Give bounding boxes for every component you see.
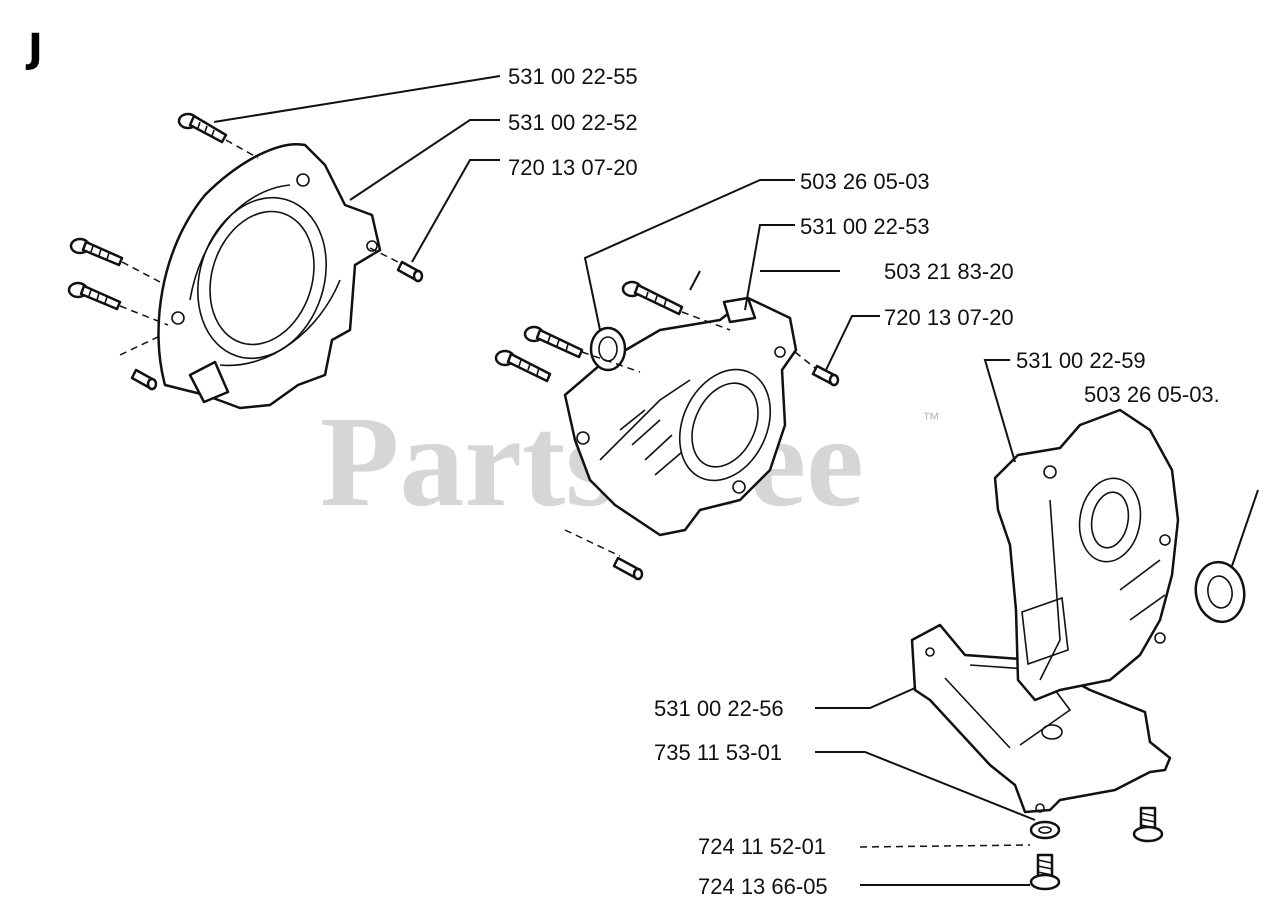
callout-503-21-83-20[interactable]: 503 21 83-20 bbox=[884, 259, 1014, 284]
callout-531-00-22-53[interactable]: 531 00 22-53 bbox=[800, 214, 930, 239]
mount-screw-2[interactable] bbox=[1132, 806, 1164, 843]
callout-531-00-22-56[interactable]: 531 00 22-56 bbox=[654, 696, 784, 721]
crankcase-screw-1[interactable] bbox=[621, 280, 684, 316]
cover-screw-left-2[interactable] bbox=[67, 281, 122, 311]
callout-503-26-05-03-b[interactable]: 503 26 05-03. bbox=[1084, 382, 1220, 407]
dowel-pin-middle-a[interactable] bbox=[811, 364, 840, 387]
callout-531-00-22-52[interactable]: 531 00 22-52 bbox=[508, 110, 638, 135]
callout-720-13-07-20-a[interactable]: 720 13 07-20 bbox=[508, 155, 638, 180]
dowel-pin-left-a[interactable] bbox=[396, 260, 424, 283]
washer[interactable] bbox=[1029, 820, 1061, 840]
callout-720-13-07-20-b[interactable]: 720 13 07-20 bbox=[884, 305, 1014, 330]
callout-724-13-66-05[interactable]: 724 13 66-05 bbox=[698, 874, 828, 899]
leader-lines bbox=[213, 75, 1259, 886]
section-letter: J bbox=[25, 26, 43, 72]
callout-labels: 531 00 22-55 531 00 22-52 720 13 07-20 5… bbox=[508, 64, 1220, 899]
crankcase-screw-3[interactable] bbox=[494, 349, 552, 383]
watermark-trademark: ™ bbox=[922, 409, 940, 429]
callout-531-00-22-59[interactable]: 531 00 22-59 bbox=[1016, 348, 1146, 373]
clutch-cover-assembly bbox=[67, 112, 424, 410]
cover-screw-top[interactable] bbox=[177, 112, 228, 144]
crankcase-screw-2[interactable] bbox=[523, 325, 584, 359]
mount-screw-1[interactable] bbox=[1029, 853, 1061, 891]
dowel-pin-left-b[interactable] bbox=[130, 368, 158, 391]
callout-735-11-53-01[interactable]: 735 11 53-01 bbox=[654, 740, 782, 765]
callout-724-11-52-01[interactable]: 724 11 52-01 bbox=[698, 834, 826, 859]
crankcase-mount-assembly bbox=[910, 408, 1249, 891]
dowel-pin-middle-b[interactable] bbox=[612, 556, 644, 581]
callout-503-26-05-03-a[interactable]: 503 26 05-03 bbox=[800, 169, 930, 194]
crankcase-half-assembly bbox=[494, 280, 840, 581]
clutch-cover[interactable] bbox=[157, 143, 382, 410]
callout-531-00-22-55[interactable]: 531 00 22-55 bbox=[508, 64, 638, 89]
oil-seal-right[interactable] bbox=[1191, 558, 1249, 625]
cover-screw-left-1[interactable] bbox=[69, 237, 124, 267]
oil-seal-middle[interactable] bbox=[589, 326, 627, 372]
crankcase-half-right[interactable] bbox=[993, 408, 1180, 702]
